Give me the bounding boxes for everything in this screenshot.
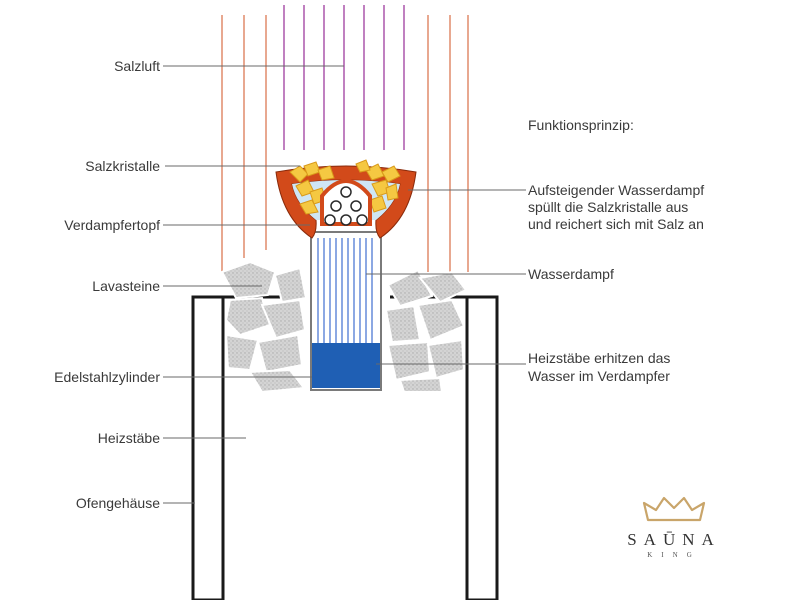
crown-icon: [642, 496, 706, 522]
label-ofengehaeuse: Ofengehäuse: [76, 495, 160, 511]
label-heiz-line1: Heizstäbe erhitzen das: [528, 350, 670, 366]
label-edelstahlzylinder: Edelstahlzylinder: [54, 369, 160, 385]
leader-lines: [163, 65, 526, 504]
salt-crystals: [289, 159, 401, 215]
steam-dome: [320, 179, 372, 226]
logo-subtitle: KING: [647, 551, 701, 559]
label-dampf-line2: spüllt die Salzkristalle aus: [528, 199, 688, 215]
logo-wordmark: SAŪNA: [627, 530, 721, 549]
label-dampf-line3: und reichert sich mit Salz an: [528, 216, 704, 232]
label-wasserdampf: Wasserdampf: [528, 266, 614, 282]
label-salzkristalle: Salzkristalle: [85, 158, 160, 174]
label-salzluft: Salzluft: [114, 58, 160, 74]
oven-housing: [191, 295, 499, 600]
water-reservoir: [312, 343, 380, 388]
label-verdampfertopf: Verdampfertopf: [64, 217, 160, 233]
label-lavasteine: Lavasteine: [92, 278, 160, 294]
heating-rods: [245, 390, 447, 535]
sauna-king-logo: SAŪNA KING: [627, 496, 721, 559]
lava-stones: [220, 260, 468, 394]
label-dampf-line1: Aufsteigender Wasserdampf: [528, 182, 704, 198]
steel-cylinder: [310, 231, 382, 391]
label-heiz-line2: Wasser im Verdampfer: [528, 368, 670, 384]
label-funktionsprinzip: Funktionsprinzip:: [528, 117, 634, 133]
salt-air-lines: [221, 5, 469, 272]
label-heizstaebe: Heizstäbe: [98, 430, 160, 446]
